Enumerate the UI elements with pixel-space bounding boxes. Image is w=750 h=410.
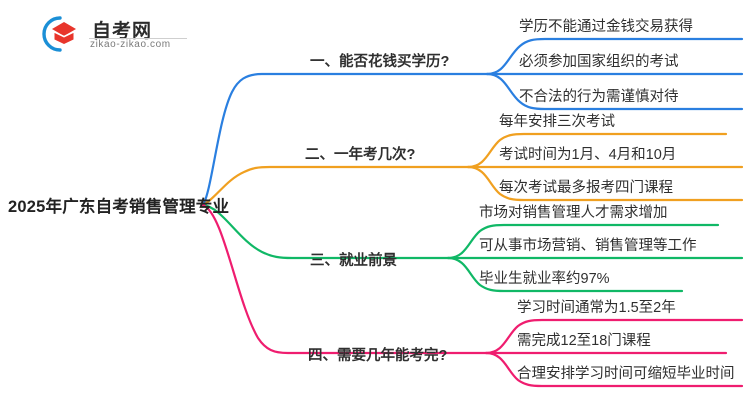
branch-3-child-1[interactable]: 市场对销售管理人才需求增加: [479, 205, 668, 221]
branch-3-child-3[interactable]: 毕业生就业率约97%: [479, 271, 610, 287]
site-logo: 自考网 zikao-zikao.com: [30, 12, 190, 58]
branch-label-4[interactable]: 四、需要几年能考完?: [308, 348, 448, 364]
branch-label-1[interactable]: 一、能否花钱买学历?: [310, 54, 450, 70]
connector-branch-4: [201, 203, 744, 388]
branch-label-2[interactable]: 二、一年考几次?: [305, 147, 416, 163]
connector-branch-3: [201, 203, 744, 293]
branch-4-child-1[interactable]: 学习时间通常为1.5至2年: [517, 300, 676, 316]
branch-2-child-3[interactable]: 每次考试最多报考四门课程: [499, 180, 673, 196]
logo-title: 自考网: [92, 21, 153, 42]
branch-2-child-1[interactable]: 每年安排三次考试: [499, 114, 615, 130]
logo-url: zikao-zikao.com: [90, 39, 171, 50]
branch-4-child-3[interactable]: 合理安排学习时间可缩短毕业时间: [517, 366, 735, 382]
graduation-cap-icon: [42, 16, 76, 52]
connector-branch-1: [201, 37, 744, 207]
branch-3-child-2[interactable]: 可从事市场营销、销售管理等工作: [479, 238, 697, 254]
branch-4-child-2[interactable]: 需完成12至18门课程: [517, 333, 651, 349]
branch-label-3[interactable]: 三、就业前景: [310, 253, 397, 269]
branch-1-child-1[interactable]: 学历不能通过金钱交易获得: [519, 19, 693, 35]
mindmap-root-node[interactable]: 2025年广东自考销售管理专业: [8, 198, 230, 216]
logo-divider: [89, 38, 187, 39]
branch-2-child-2[interactable]: 考试时间为1月、4月和10月: [499, 147, 677, 163]
branch-1-child-2[interactable]: 必须参加国家组织的考试: [519, 54, 679, 70]
branch-1-child-3[interactable]: 不合法的行为需谨慎对待: [519, 89, 679, 105]
connector-branch-2: [201, 132, 744, 207]
